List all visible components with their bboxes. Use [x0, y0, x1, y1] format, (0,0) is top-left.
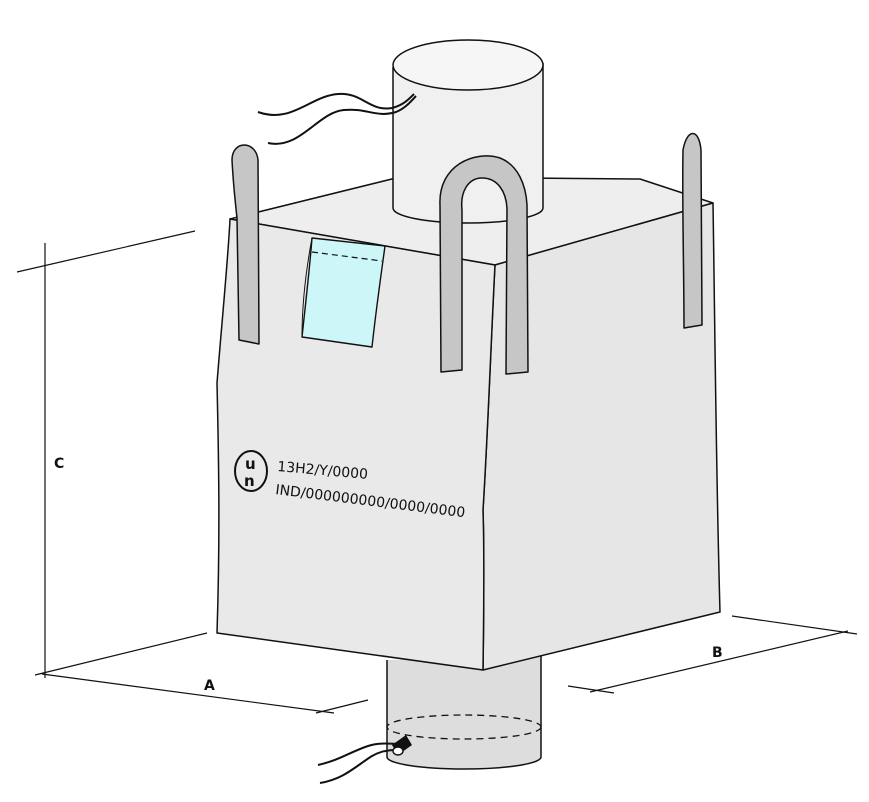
lifting-loop-front-left [231, 144, 260, 345]
dimension-c-label: C [54, 456, 64, 472]
lifting-loop-back-right [681, 132, 703, 329]
dimension-c: C [16, 230, 196, 678]
fill-spout-tie-cord [257, 92, 417, 145]
un-symbol-bottom: n [244, 472, 255, 490]
un-symbol [234, 450, 268, 492]
bag-body [216, 176, 721, 671]
dimension-b: B [567, 615, 858, 694]
document-pocket [301, 237, 386, 348]
dimension-a-label: A [204, 678, 215, 694]
un-symbol-top: u [245, 455, 256, 473]
un-marking-line-1: 13H2/Y/0000 [277, 459, 369, 483]
discharge-spout [386, 656, 542, 770]
dimension-b-label: B [712, 645, 723, 661]
spout-tie-cord [317, 735, 412, 784]
lifting-loop-front-center [439, 155, 529, 375]
dimension-a: A [34, 632, 369, 714]
